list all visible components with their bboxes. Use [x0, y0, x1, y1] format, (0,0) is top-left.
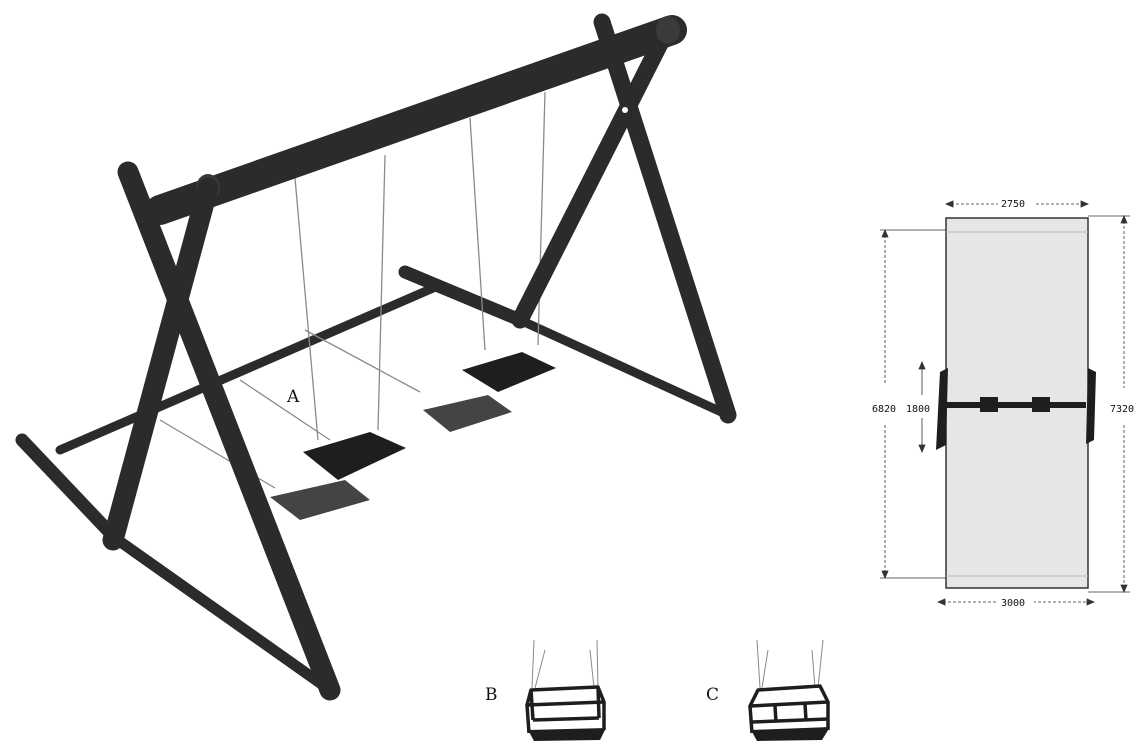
seat-shadows: [270, 395, 512, 520]
swing-chains: [159, 91, 546, 489]
dim-inner-length: 1800: [906, 404, 930, 415]
swing-seats: [303, 352, 556, 480]
base-frame: [15, 265, 733, 696]
label-a: A: [286, 387, 300, 407]
dim-top-width: 2750: [1001, 199, 1025, 210]
plan-view-diagram: 2750 3000 6820 1800 7320: [872, 197, 1134, 609]
seat-c-diagram: C: [706, 639, 830, 741]
dim-bottom-width: 3000: [1001, 598, 1025, 609]
swing-set-perspective: A: [15, 13, 737, 701]
bolt-icon: [622, 107, 628, 113]
dim-outer-length-right: 7320: [1110, 404, 1134, 415]
dimension-lines: [880, 200, 1130, 606]
seat-b-diagram: B: [485, 639, 606, 741]
plan-frame: [936, 368, 1096, 450]
top-beam: [145, 15, 687, 225]
left-a-frame: [102, 161, 341, 701]
label-b: B: [485, 685, 498, 705]
dim-outer-length-left: 6820: [872, 404, 896, 415]
right-a-frame: [511, 13, 737, 424]
label-c: C: [706, 685, 719, 705]
